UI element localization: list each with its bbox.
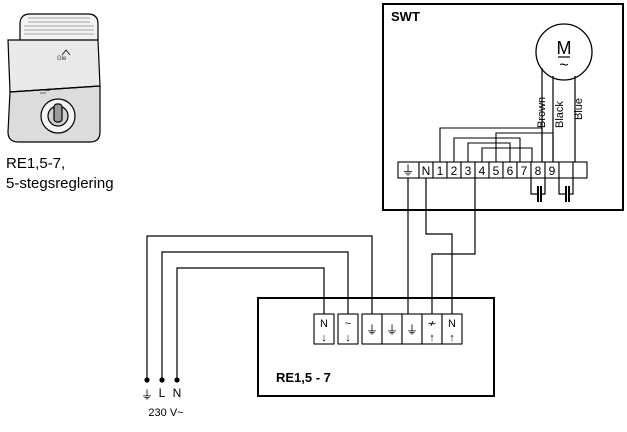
motor-tilde: ~ [559, 57, 568, 74]
supply-wires [146, 235, 373, 380]
swt-terminal-3: 3 [465, 164, 472, 178]
product-caption: RE1,5-7, 5-stegsreglering [6, 154, 114, 194]
supply-line-label: L [159, 386, 166, 400]
re-terminal-block: N ↓ ~ ↓ ⏚ ⏚ ⏚ ≁ ↑ N ↑ [313, 313, 463, 345]
product-caption-line2: 5-stegsreglering [6, 175, 114, 192]
re-terminal-ground-2: ⏚ [386, 323, 398, 337]
swt-terminal-7: 7 [521, 164, 528, 178]
re-title: RE1,5 - 7 [276, 370, 331, 385]
wire-label-brown: Brown [536, 97, 548, 128]
supply-terminals [144, 377, 180, 383]
controller-illustration: Gle [7, 13, 101, 143]
re-terminal-out-label: ≁ [427, 318, 436, 330]
swt-enclosure [382, 3, 624, 211]
swt-terminal-5: 5 [493, 164, 500, 178]
swt-terminal-9: 9 [549, 164, 556, 178]
product-caption-line1: RE1,5-7, [6, 155, 66, 172]
wire-label-blue: Blue [573, 98, 585, 120]
re-terminal-out-arrow: ↑ [429, 332, 435, 344]
re-terminal-n-out-label: N [448, 318, 456, 330]
re-terminal-l-in-label: ~ [345, 318, 351, 330]
capacitor-2 [558, 178, 574, 202]
supply-voltage-label: 230 V~ [148, 407, 183, 419]
svg-text:Gle: Gle [57, 56, 67, 62]
re-enclosure [257, 297, 495, 397]
re-terminal-ground-3: ⏚ [406, 323, 418, 337]
swt-terminal-n: N [422, 164, 431, 178]
wire-label-black: Black [554, 101, 566, 128]
re-terminal-l-in-arrow: ↓ [345, 332, 351, 344]
swt-terminal-2: 2 [451, 164, 458, 178]
swt-title: SWT [391, 9, 420, 24]
motor-symbol [535, 23, 593, 81]
swt-internal-jumpers [439, 127, 554, 162]
re-terminal-ground-1: ⏚ [366, 323, 378, 337]
motor-letter: M [557, 38, 572, 58]
capacitor-1 [530, 178, 546, 202]
re-terminal-n-in-arrow: ↓ [321, 332, 327, 344]
swt-terminal-ground: ⏚ [401, 163, 414, 178]
re-terminal-n-in-label: N [320, 318, 328, 330]
re-terminal-n-out-arrow: ↑ [449, 332, 455, 344]
supply-neutral-label: N [173, 386, 182, 400]
swt-terminal-1: 1 [437, 164, 444, 178]
swt-terminal-6: 6 [507, 164, 514, 178]
interconnect-wires [407, 178, 476, 314]
swt-terminal-block: ⏚ N 1 2 3 4 5 6 7 8 9 [397, 161, 588, 179]
swt-terminal-8: 8 [535, 164, 542, 178]
supply-ground-label: ⏚ [141, 388, 153, 402]
swt-terminal-4: 4 [479, 164, 486, 178]
